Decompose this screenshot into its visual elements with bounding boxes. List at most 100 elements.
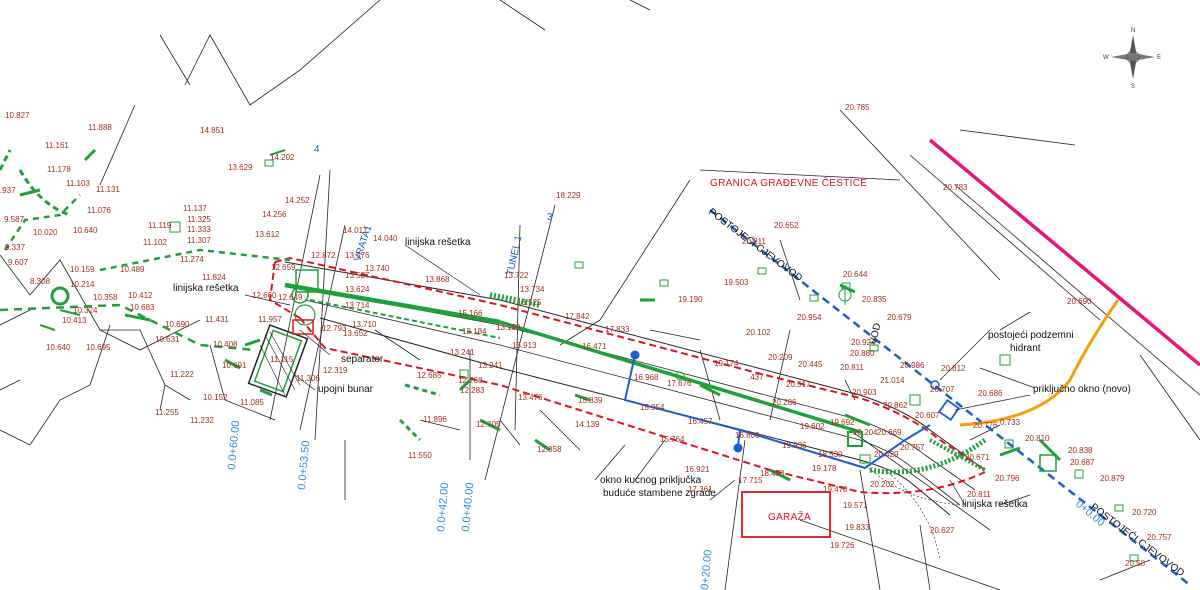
road-outline — [284, 261, 986, 561]
spot-elevation: 11.957 — [258, 315, 282, 324]
spot-elevation: 12.685 — [417, 371, 442, 380]
station-label: 0+20.00 — [699, 549, 714, 590]
spot-elevation: 20.517 — [786, 380, 811, 389]
spot-elevation: 10.489 — [120, 265, 145, 274]
prikljucno-label: priključno okno (novo) — [1033, 384, 1131, 395]
spot-elevation: 13.576 — [345, 251, 370, 260]
hidrant-label-2: hidrant — [1010, 343, 1041, 354]
spot-elevation: 20.862 — [883, 401, 908, 410]
water-pipe — [623, 209, 1191, 586]
spot-elevation: 20.924 — [851, 338, 876, 347]
spot-elevation: 11.115 — [270, 355, 294, 364]
compass-s: S — [1131, 84, 1135, 90]
separator-label: separator — [341, 354, 384, 365]
upojni-label: upojni bunar — [318, 384, 374, 395]
spot-elevation: 11.232 — [190, 416, 214, 425]
spot-elevation: 10.691 — [222, 361, 247, 370]
spot-elevation: 20.445 — [798, 360, 823, 369]
okno-label-2: buduće stambene zgrade — [603, 488, 716, 499]
spot-elevation: 20.286 — [772, 398, 797, 407]
spot-elevation: 17.833 — [605, 325, 630, 334]
compass-e: E — [1157, 55, 1161, 61]
spot-elevation: 17.676 — [667, 379, 692, 388]
spot-elevation: 10.640 — [73, 226, 98, 235]
spot-elevation: 12.659 — [271, 263, 296, 272]
spot-elevation: 11.824 — [202, 273, 226, 282]
spot-elevation: 11.119 — [148, 221, 172, 230]
spot-elevation: 10.695 — [86, 343, 111, 352]
number-3-label: 3 — [547, 212, 553, 223]
spot-elevation: 20.796 — [995, 474, 1020, 483]
spot-elevation: 12.649 — [278, 293, 303, 302]
spot-elevation: 11.307 — [187, 236, 211, 245]
spot-elevation: 11.137 — [183, 204, 207, 213]
spot-elevation: 19.174 — [714, 359, 739, 368]
spot-elevation: 20.776 — [973, 421, 998, 430]
spot-elevation: 19.692 — [830, 418, 855, 427]
spot-elevation: 13.624 — [345, 285, 370, 294]
spot-elevation: 18.453 — [760, 469, 785, 478]
linijska-right-label: linijska rešetka — [962, 499, 1028, 510]
spot-elevation: 18.530 — [818, 450, 843, 459]
spot-elevation: 13.868 — [425, 275, 450, 284]
spot-elevation: 20.690 — [1067, 297, 1092, 306]
spot-elevation: 13.734 — [520, 285, 545, 294]
spot-elevation: 20.757 — [1147, 533, 1172, 542]
spot-elevation: 14.017 — [343, 226, 368, 235]
spot-elevation: 15.764 — [660, 435, 685, 444]
spot-elevation: 10.827 — [5, 111, 30, 120]
spot-elevation: 11.255 — [155, 408, 179, 417]
spot-elevation: 19.470 — [823, 485, 848, 494]
spot-elevation: 19.833 — [845, 523, 870, 532]
station-label: 0.0+42.00 — [435, 482, 451, 532]
spot-elevation: 20.986 — [900, 361, 925, 370]
spot-elevation: 20.811 — [967, 490, 991, 499]
spot-elevation: 20.627 — [930, 526, 955, 535]
number-4-label: 4 — [314, 144, 320, 155]
compass-rose-icon: N S E W — [1103, 28, 1161, 90]
compass-n: N — [1131, 28, 1135, 34]
spot-elevation: 11.333 — [187, 225, 211, 234]
spot-elevation: 13.722 — [504, 271, 529, 280]
spot-elevation: 20.811 — [840, 363, 864, 372]
spot-elevation: 10.631 — [155, 335, 180, 344]
separator-pit — [247, 269, 319, 398]
leader-lines — [244, 244, 1031, 506]
spot-elevation: 12.768 — [458, 376, 483, 385]
spot-elevation: 11.306 — [296, 374, 320, 383]
spot-elevation: 21.014 — [880, 376, 905, 385]
linijska-top-label: linijska rešetka — [405, 237, 471, 248]
spot-elevation: .437 — [748, 373, 764, 382]
spot-elevation: 13.652 — [343, 329, 368, 338]
spot-elevation: 16.800 — [735, 431, 760, 440]
spot-elevation: 20.757 — [900, 443, 925, 452]
spot-elevation: 20.669 — [877, 428, 902, 437]
vod-label: VOD — [868, 322, 883, 345]
spot-elevation: 14.040 — [373, 234, 398, 243]
spot-elevation: 20.687 — [1070, 458, 1095, 467]
drainage-lines — [0, 148, 1062, 482]
spot-elevation: 14.256 — [262, 210, 287, 219]
spot-elevation: 19.503 — [724, 278, 749, 287]
spot-elevation: 16.457 — [688, 417, 713, 426]
spot-elevation: 20.720 — [1132, 508, 1157, 517]
spot-elevation: 10.413 — [62, 316, 87, 325]
spot-elevation: 12.705 — [476, 420, 501, 429]
spot-elevation: 19.936 — [782, 441, 807, 450]
spot-elevation: 10.640 — [46, 343, 71, 352]
spot-elevation: 19.726 — [830, 541, 855, 550]
spot-elevation: 15.913 — [512, 341, 537, 350]
spot-elevation: 20.202 — [870, 480, 895, 489]
spot-elevation: 10.020 — [33, 228, 58, 237]
spot-elevation: 13.241 — [478, 361, 503, 370]
orange-pipe — [959, 299, 1120, 427]
spot-elevation: 12.858 — [537, 445, 562, 454]
spot-elevation: 10.408 — [213, 340, 238, 349]
spot-elevation: 11.550 — [408, 451, 432, 460]
spot-elevation: 11.325 — [187, 215, 211, 224]
spot-elevation: 13.241 — [450, 348, 475, 357]
spot-elevation: 20.954 — [797, 313, 822, 322]
spot-elevation: 20.209 — [768, 353, 793, 362]
spot-elevation: 10.159 — [70, 265, 95, 274]
